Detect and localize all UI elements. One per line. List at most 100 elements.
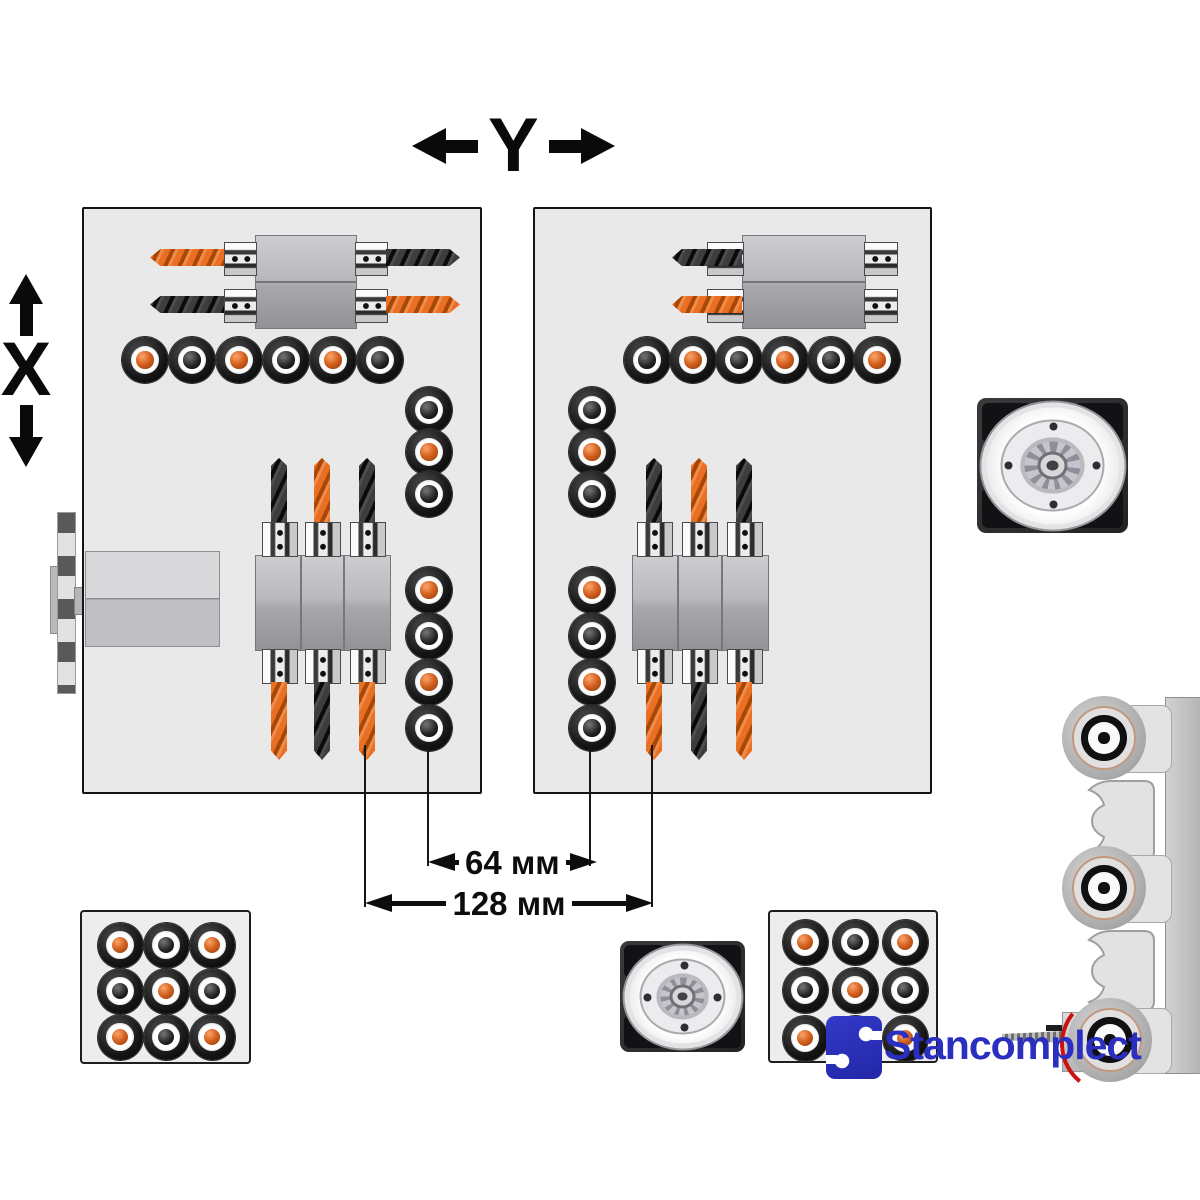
socket-core-orange: [896, 1029, 914, 1047]
socket-core-orange: [583, 443, 601, 461]
vertical-drill-bit: [314, 682, 330, 760]
drill-chuck: [224, 289, 257, 323]
socket-core-black: [111, 982, 129, 1000]
vertical-drill-bit: [314, 458, 330, 522]
flange-bolt: [1092, 461, 1101, 470]
flange-bolt: [643, 993, 652, 1002]
drill-socket-orange: [882, 1015, 928, 1061]
socket-ring: [841, 928, 869, 956]
arrow-down-shaft: [19, 404, 33, 437]
dim-arrow-left-icon: [365, 894, 392, 912]
vertical-drill-bit: [646, 458, 662, 522]
drill-socket-black: [169, 337, 215, 383]
vertical-drill-bit: [271, 682, 287, 760]
socket-core-black: [420, 401, 438, 419]
socket-core-orange: [420, 443, 438, 461]
arrow-up-shaft: [19, 304, 33, 336]
socket-core-black: [583, 719, 601, 737]
flange-bolt: [680, 1023, 689, 1032]
socket-ring: [414, 575, 444, 605]
tool-cone-mid: [1074, 708, 1134, 768]
socket-core-black: [896, 981, 914, 999]
drill-socket-orange: [670, 337, 716, 383]
arrow-down-icon: [9, 436, 43, 467]
socket-core-black: [183, 351, 201, 369]
socket-core-black: [638, 351, 656, 369]
socket-core-orange: [203, 936, 221, 954]
dimension-extension-line: [364, 745, 366, 907]
tool-cone-center: [1104, 1034, 1116, 1046]
drill-socket-black: [263, 337, 309, 383]
socket-ring: [891, 928, 919, 956]
dimension-extension-line: [427, 746, 429, 866]
vertical-drill-gearbox: [255, 555, 391, 651]
flange-bolt: [1049, 500, 1058, 509]
drill-socket-black: [143, 922, 189, 968]
y-axis-indicator: Y: [412, 108, 615, 183]
socket-core-orange: [136, 351, 154, 369]
empty-fork-holder: [1076, 929, 1166, 1013]
socket-core-black: [371, 351, 389, 369]
socket-ring: [577, 395, 607, 425]
aggregate-flange: [981, 402, 1124, 529]
horizontal-drill-bit: [386, 296, 460, 313]
socket-core-black: [420, 485, 438, 503]
tool-block-bottom-left: [80, 910, 251, 1064]
socket-ring: [177, 345, 207, 375]
drill-socket-black: [569, 705, 615, 751]
socket-core-black: [796, 981, 814, 999]
socket-core-orange: [420, 581, 438, 599]
aggregate-center-hole: [1037, 451, 1068, 480]
drill-socket-orange: [569, 659, 615, 705]
arrow-right-shaft: [548, 139, 581, 153]
socket-ring: [816, 345, 846, 375]
drill-socket-black: [406, 387, 452, 433]
drill-socket-black: [357, 337, 403, 383]
drill-chuck: [350, 649, 386, 684]
drill-socket-black: [143, 1014, 189, 1060]
socket-core-black: [420, 719, 438, 737]
vertical-drill-bit: [736, 458, 752, 522]
vertical-drill-bit: [736, 682, 752, 760]
socket-core-black: [583, 485, 601, 503]
drill-socket-black: [882, 967, 928, 1013]
socket-ring: [318, 345, 348, 375]
socket-core-orange: [796, 1029, 814, 1047]
socket-core-black: [157, 1028, 175, 1046]
socket-ring: [130, 345, 160, 375]
vertical-drill-gearbox: [632, 555, 769, 651]
aggregate-splined-hub: [1020, 437, 1085, 494]
socket-ring: [678, 345, 708, 375]
socket-core-orange: [583, 673, 601, 691]
socket-core-black: [420, 627, 438, 645]
tool-cone-center: [1098, 882, 1110, 894]
drill-chuck: [305, 522, 341, 557]
vertical-drill-bit: [691, 682, 707, 760]
vertical-drill-bit: [359, 458, 375, 522]
socket-ring: [414, 713, 444, 743]
socket-ring: [577, 437, 607, 467]
empty-fork-holder: [1076, 779, 1166, 863]
loader-rod: [1046, 1025, 1068, 1031]
socket-ring: [152, 1023, 180, 1051]
drill-socket-orange: [882, 919, 928, 965]
drill-socket-orange: [854, 337, 900, 383]
socket-core-orange: [684, 351, 702, 369]
socket-ring: [198, 977, 226, 1005]
dimension-extension-line: [589, 746, 591, 866]
drill-socket-black: [808, 337, 854, 383]
socket-ring: [224, 345, 254, 375]
vertical-drill-bit: [271, 458, 287, 522]
socket-ring: [365, 345, 395, 375]
drill-chuck: [350, 522, 386, 557]
socket-ring: [152, 931, 180, 959]
drill-chuck: [224, 242, 257, 276]
socket-core-orange: [846, 981, 864, 999]
aggregate-inner-ring: [639, 958, 726, 1035]
horizontal-drill-bit: [150, 296, 224, 313]
flange-bolt: [713, 993, 722, 1002]
horizontal-drill-bit: [150, 249, 224, 266]
drill-socket-orange: [189, 922, 235, 968]
socket-ring: [414, 621, 444, 651]
